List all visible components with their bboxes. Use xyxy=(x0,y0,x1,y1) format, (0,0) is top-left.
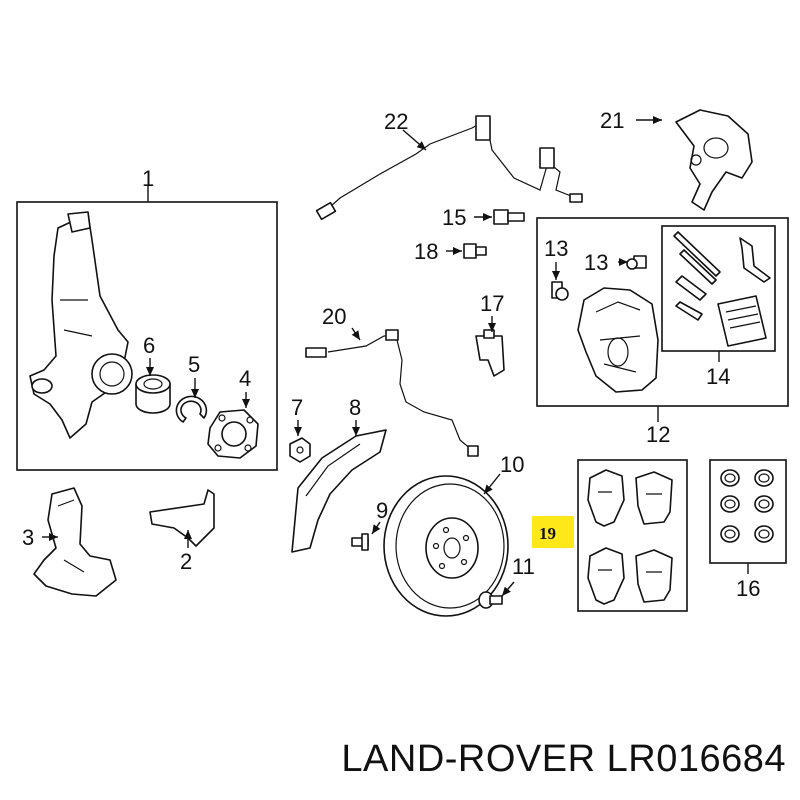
circlip-part xyxy=(175,395,208,423)
group-box-1 xyxy=(16,201,278,471)
callout-1: 1 xyxy=(142,166,154,191)
leader-11 xyxy=(501,581,515,597)
disc-screw-part xyxy=(478,591,503,609)
mounting-bracket-part xyxy=(149,489,215,547)
callout-9: 9 xyxy=(376,498,388,523)
bolt-part-15 xyxy=(493,209,525,225)
part-number-caption: LAND-ROVER LR016684 xyxy=(341,738,786,780)
nut-part-7 xyxy=(289,437,311,463)
callout-22: 22 xyxy=(384,109,408,134)
brake-pad-set-part xyxy=(587,469,673,605)
callout-17: 17 xyxy=(480,291,504,316)
steering-knuckle-part xyxy=(29,211,133,439)
bleed-screw-part-a xyxy=(551,281,569,301)
callout-16: 16 xyxy=(736,576,760,601)
leader-9 xyxy=(371,521,381,535)
piston-seal-kit-part xyxy=(720,469,774,543)
splash-shield-part xyxy=(33,487,117,597)
group-box-12 xyxy=(536,217,789,407)
callout-14: 14 xyxy=(706,364,730,389)
leader-10 xyxy=(483,473,501,495)
callout-11: 11 xyxy=(512,554,535,579)
caliper-carrier-part xyxy=(675,109,753,211)
callout-8: 8 xyxy=(349,395,361,420)
callout-3: 3 xyxy=(22,525,34,550)
pad-sensor-part xyxy=(475,329,505,377)
callout-15: 15 xyxy=(442,205,466,230)
callout-7: 7 xyxy=(291,395,303,420)
screw-part-9 xyxy=(351,533,369,551)
callout-20: 20 xyxy=(322,304,346,329)
group-box-19 xyxy=(577,459,688,612)
callout-2: 2 xyxy=(180,549,192,574)
disc-shield-part xyxy=(291,429,387,553)
brake-disc-part xyxy=(383,475,509,617)
wear-sensor-part xyxy=(305,329,479,457)
callout-19: 19 xyxy=(539,524,556,543)
brake-caliper-part xyxy=(577,287,659,393)
wheel-hub-part xyxy=(207,409,259,459)
callout-18: 18 xyxy=(414,239,438,264)
callout-10: 10 xyxy=(500,452,524,477)
callout-21: 21 xyxy=(600,108,624,133)
highlight-badge-19[interactable] xyxy=(532,516,574,548)
callout-4: 4 xyxy=(239,366,251,391)
callout-6: 6 xyxy=(143,333,155,358)
leader-22 xyxy=(402,129,427,151)
callout-5: 5 xyxy=(188,352,200,377)
bleed-screw-part-b xyxy=(626,255,647,270)
wheel-bearing-part xyxy=(135,374,171,414)
bolt-part-18 xyxy=(463,243,487,259)
callout-13b: 13 xyxy=(584,250,608,275)
leader-20 xyxy=(351,327,361,341)
guide-pin-kit-part xyxy=(673,231,771,347)
callout-12: 12 xyxy=(646,422,670,447)
callout-13a: 13 xyxy=(544,236,568,261)
brake-hose-part xyxy=(315,115,583,221)
